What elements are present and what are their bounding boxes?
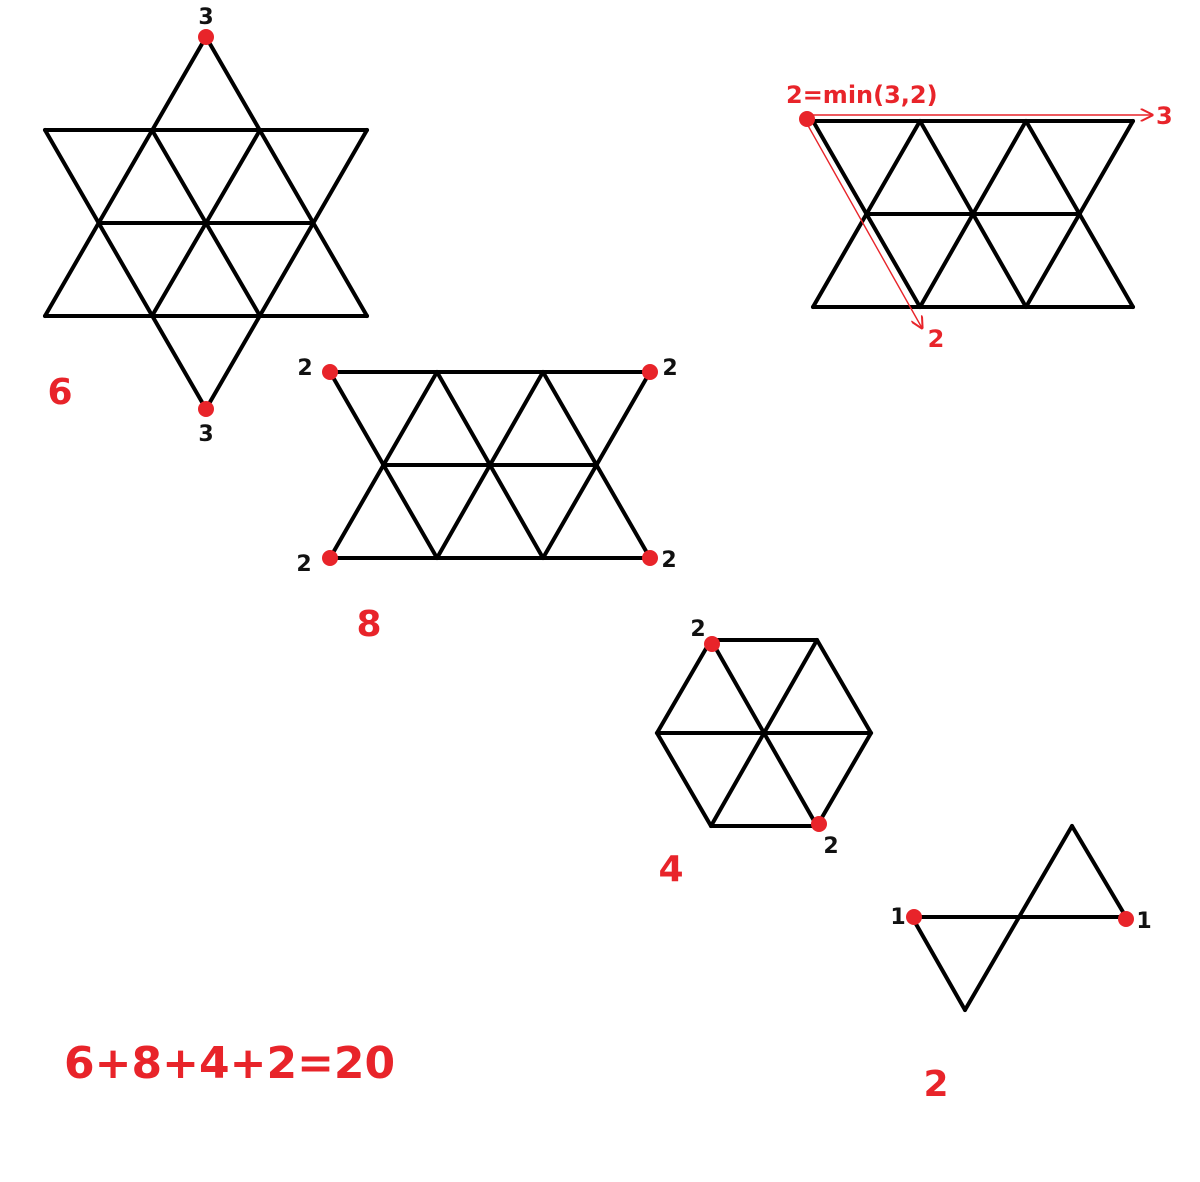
total-equation: 6+8+4+2=20: [64, 1038, 395, 1089]
hexagon-top-vertex-marker: [704, 636, 720, 652]
hexagon-bottom-vertex-label: 2: [823, 834, 838, 859]
star-bottom-vertex-marker: [198, 401, 214, 417]
trapezoid-edges: [811, 119, 1135, 309]
bowtie-right-vertex-label: 1: [1136, 909, 1151, 934]
star-count-label: 6: [47, 372, 72, 413]
parallelogram-bottom-right-label: 2: [661, 548, 676, 573]
parallelogram-top-left-marker: [322, 364, 338, 380]
hexagon-count-label: 4: [658, 849, 683, 890]
parallelogram-bottom-left-marker: [322, 550, 338, 566]
parallelogram-edges: [328, 370, 652, 560]
trapezoid-corner-marker: [799, 111, 815, 127]
bowtie-right-vertex-marker: [1118, 911, 1134, 927]
bowtie-edges: [910, 824, 1128, 1012]
parallelogram-bottom-right-marker: [642, 550, 658, 566]
bowtie-left-vertex-label: 1: [890, 905, 905, 930]
parallelogram-top-right-marker: [642, 364, 658, 380]
star-edges: [43, 35, 369, 411]
hexagon-edges: [654, 638, 874, 828]
trapezoid-figure: 2=min(3,2) 3 2: [786, 81, 1173, 353]
trapezoid-right-arrow-label: 3: [1156, 102, 1173, 130]
bowtie-left-vertex-marker: [906, 909, 922, 925]
parallelogram-top-left-label: 2: [297, 356, 312, 381]
trapezoid-down-arrow: [805, 121, 922, 328]
trapezoid-formula-label: 2=min(3,2): [786, 81, 938, 109]
hexagon-bottom-vertex-marker: [811, 816, 827, 832]
parallelogram-count-label: 8: [356, 604, 381, 645]
hexagon-top-vertex-label: 2: [690, 617, 705, 642]
bowtie-figure: 1 1 2: [890, 824, 1152, 1105]
hexagon-figure: 2 2 4: [654, 617, 874, 890]
parallelogram-figure: 2 2 2 2 8: [296, 356, 677, 645]
star-top-vertex-marker: [198, 29, 214, 45]
star-top-vertex-label: 3: [198, 5, 213, 30]
parallelogram-bottom-left-label: 2: [296, 552, 311, 577]
trapezoid-down-arrow-label: 2: [928, 325, 945, 353]
star-bottom-vertex-label: 3: [198, 422, 213, 447]
parallelogram-top-right-label: 2: [662, 356, 677, 381]
bowtie-count-label: 2: [923, 1064, 948, 1105]
star-figure: 3 3 6: [43, 5, 369, 447]
